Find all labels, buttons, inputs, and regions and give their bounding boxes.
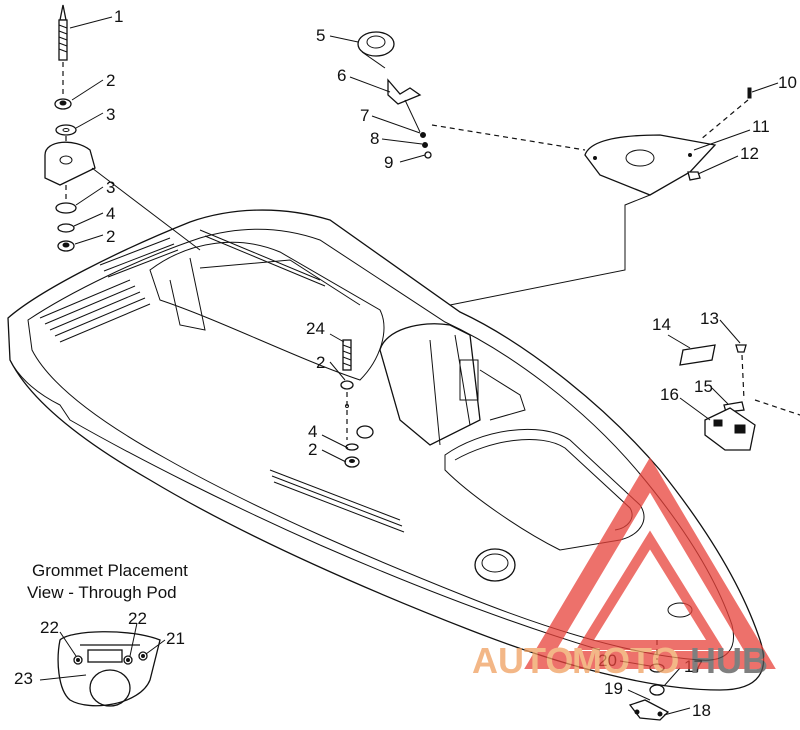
inset-caption-line1: Grommet Placement [32,561,188,580]
watermark-logo: AUTO MOTO HUB [472,457,776,681]
callout-8: 8 [370,129,379,148]
side-strakes [39,229,405,533]
callout-6: 6 [337,66,346,85]
callout-11: 11 [752,117,770,136]
callout-2: 2 [106,71,115,90]
callout-23: 23 [14,669,33,688]
watermark-text-hub: HUB [690,640,768,681]
grommet-inset: Grommet Placement View - Through Pod [27,561,188,707]
callout-18: 18 [692,701,711,720]
callout-14: 14 [652,315,671,334]
watermark-text-moto: MOTO [572,640,679,681]
callout-2: 2 [106,227,115,246]
inset-caption-line2: View - Through Pod [27,583,177,602]
callout-numbers: 1 2 3 3 4 2 5 6 7 8 9 10 11 12 13 14 15 … [14,7,797,720]
callout-3: 3 [106,105,115,124]
callout-2: 2 [316,353,325,372]
center-fastener-stack [340,339,360,468]
callout-10: 10 [778,73,797,92]
callout-15: 15 [694,377,713,396]
right-fastener-group [667,334,800,451]
top-fastener-group [357,31,752,306]
callout-5: 5 [316,26,325,45]
callout-22: 22 [40,618,59,637]
callout-24: 24 [306,319,325,338]
callout-3: 3 [106,178,115,197]
watercraft-hull-drawing [7,209,765,691]
watermark-text-auto: AUTO [472,640,573,681]
callout-13: 13 [700,309,719,328]
callout-2: 2 [308,440,317,459]
callout-21: 21 [166,629,185,648]
callout-19: 19 [604,679,623,698]
callout-leaders [39,16,779,716]
callout-4: 4 [106,204,115,223]
callout-7: 7 [360,106,369,125]
callout-1: 1 [114,7,123,26]
callout-16: 16 [660,385,679,404]
callout-4: 4 [308,422,317,441]
callout-22: 22 [128,609,147,628]
left-fastener-stack [44,4,201,252]
callout-9: 9 [384,153,393,172]
callout-12: 12 [740,144,759,163]
